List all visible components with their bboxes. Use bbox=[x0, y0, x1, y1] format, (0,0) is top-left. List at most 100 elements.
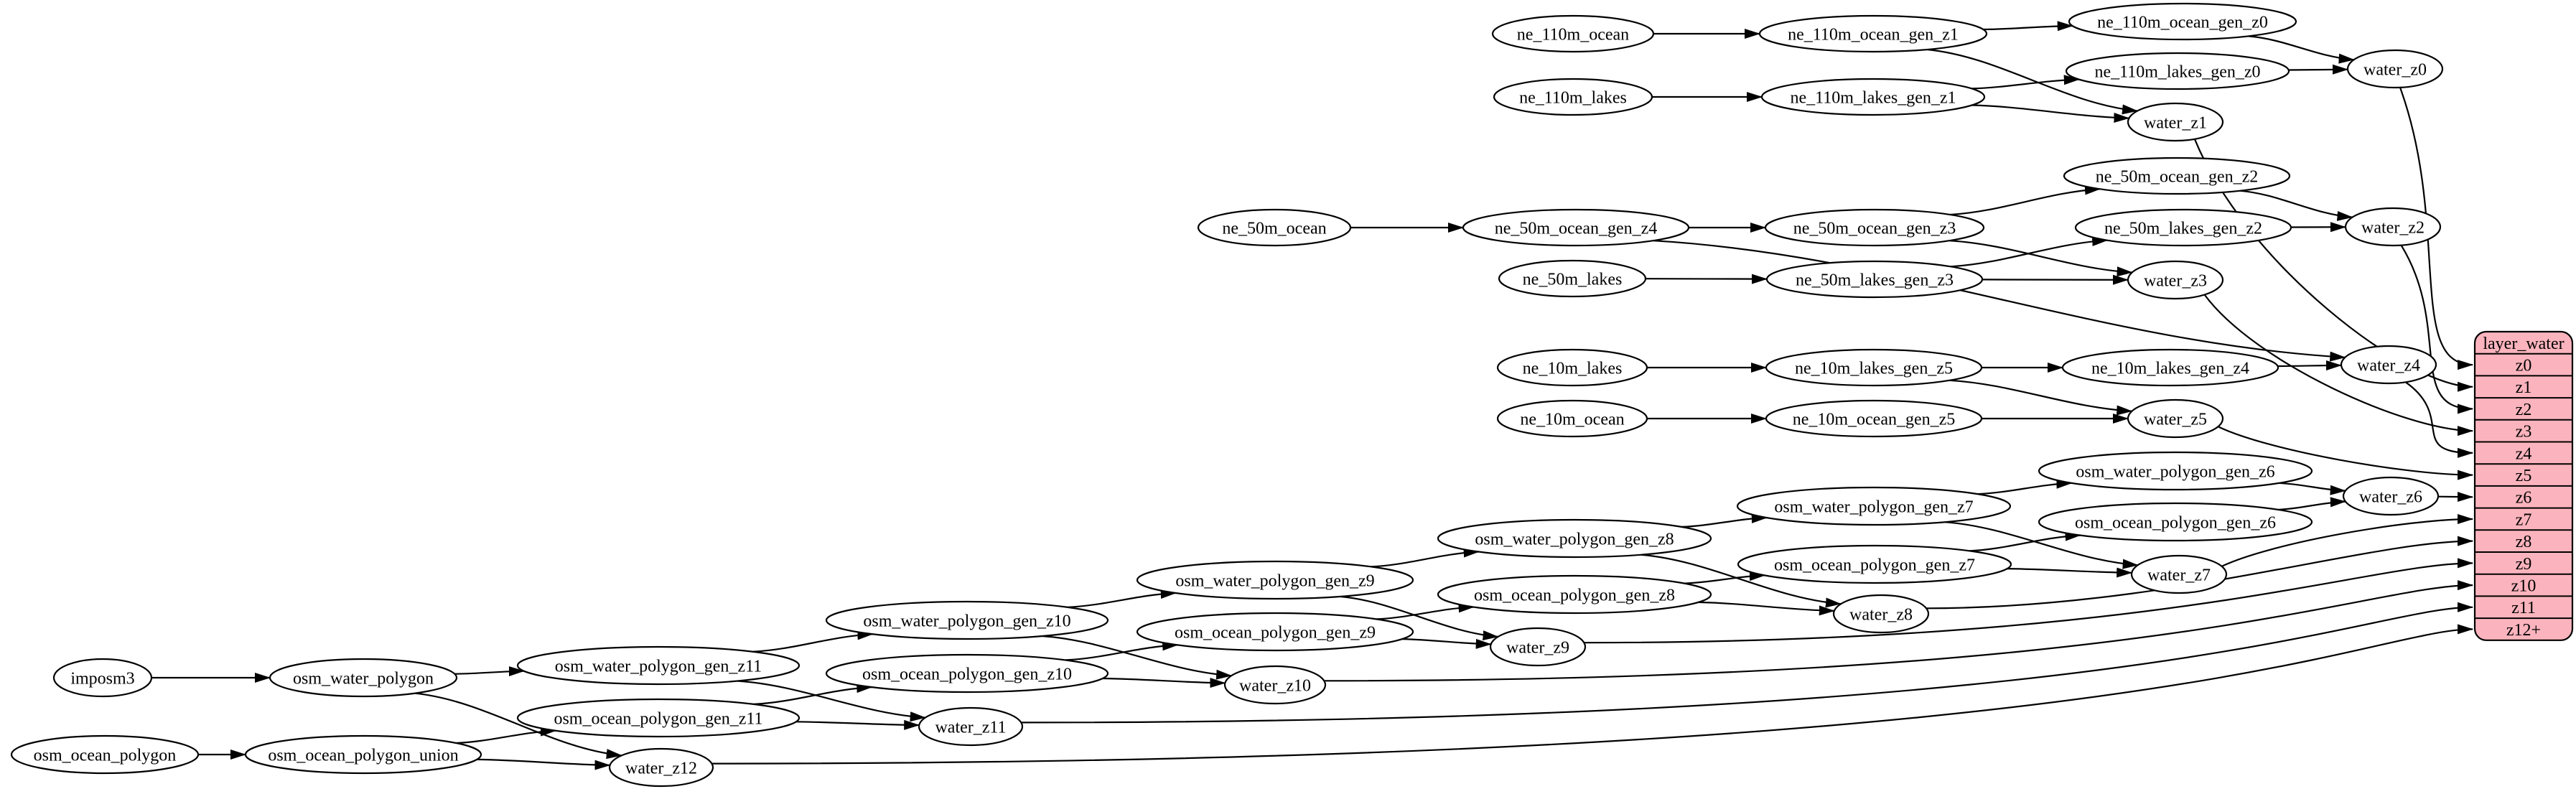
edge-water_z5-to-z5 bbox=[2218, 426, 2473, 480]
node-osm_water_polygon_gen_z7: osm_water_polygon_gen_z7 bbox=[1736, 486, 2012, 526]
node-label-osm_ocean_polygon_gen_z11: osm_ocean_polygon_gen_z11 bbox=[554, 709, 762, 728]
edge-ne_110m_ocean_gen_z0-to-water_z0 bbox=[2248, 35, 2355, 64]
table-row-z9: z9 bbox=[2516, 555, 2532, 574]
node-ne_10m_ocean: ne_10m_ocean bbox=[1496, 399, 1648, 438]
node-ne_110m_lakes_gen_z0: ne_110m_lakes_gen_z0 bbox=[2065, 52, 2290, 90]
edge-osm_water_polygon_gen_z8-to-osm_water_polygon_gen_z7 bbox=[1681, 513, 1768, 528]
edge-ne_10m_lakes_gen_z5-to-water_z5 bbox=[1949, 379, 2133, 416]
edge-osm_ocean_polygon_gen_z10-to-osm_ocean_polygon_gen_z9 bbox=[1065, 640, 1179, 661]
node-shape-ne_50m_ocean_gen_z2 bbox=[2063, 157, 2291, 195]
table-layer: layer_waterz0z1z2z3z4z5z6z7z8z9z10z11z12… bbox=[2473, 330, 2574, 641]
node-shape-ne_50m_lakes_gen_z2 bbox=[2074, 208, 2292, 247]
node-ne_110m_lakes: ne_110m_lakes bbox=[1493, 78, 1653, 116]
node-shape-water_z9 bbox=[1489, 627, 1587, 667]
node-shape-water_z5 bbox=[2127, 398, 2224, 439]
edge-ne_50m_ocean_gen_z4-to-water_z4 bbox=[1653, 240, 2346, 362]
node-label-ne_50m_lakes_gen_z3: ne_50m_lakes_gen_z3 bbox=[1796, 271, 1954, 289]
node-label-ne_110m_lakes_gen_z0: ne_110m_lakes_gen_z0 bbox=[2094, 62, 2260, 81]
node-label-ne_10m_lakes_gen_z4: ne_10m_lakes_gen_z4 bbox=[2091, 359, 2249, 378]
table-row-z0: z0 bbox=[2516, 356, 2532, 375]
node-osm_ocean_polygon_gen_z11: osm_ocean_polygon_gen_z11 bbox=[516, 698, 801, 738]
node-label-water_z6: water_z6 bbox=[2359, 487, 2422, 506]
node-shape-ne_50m_ocean_gen_z3 bbox=[1764, 208, 1985, 247]
node-label-osm_water_polygon_gen_z6: osm_water_polygon_gen_z6 bbox=[2076, 462, 2274, 481]
node-shape-osm_water_polygon_gen_z9 bbox=[1136, 560, 1414, 600]
node-label-osm_water_polygon_gen_z11: osm_water_polygon_gen_z11 bbox=[555, 657, 762, 676]
node-shape-ne_50m_lakes_gen_z3 bbox=[1765, 260, 1984, 299]
node-shape-water_z4 bbox=[2340, 345, 2437, 385]
edge-osm_water_polygon_gen_z10-to-osm_water_polygon_gen_z9 bbox=[1067, 588, 1177, 608]
node-label-water_z3: water_z3 bbox=[2144, 271, 2207, 290]
node-water_z0: water_z0 bbox=[2346, 49, 2444, 89]
node-shape-ne_110m_ocean_gen_z0 bbox=[2068, 2, 2297, 41]
node-water_z11: water_z11 bbox=[918, 706, 1024, 747]
table-row-z4: z4 bbox=[2516, 444, 2532, 463]
node-shape-ne_50m_ocean_gen_z4 bbox=[1462, 208, 1690, 247]
edge-osm_water_polygon_gen_z9-to-osm_water_polygon_gen_z8 bbox=[1371, 547, 1480, 568]
node-shape-ne_50m_lakes bbox=[1498, 259, 1647, 298]
node-shape-osm_water_polygon_gen_z6 bbox=[2038, 451, 2313, 491]
table-row-z8: z8 bbox=[2516, 533, 2532, 551]
edge-ne_10m_lakes_gen_z4-to-water_z4 bbox=[2277, 360, 2342, 370]
edge-ne_110m_ocean_gen_z1-to-ne_110m_ocean_gen_z0 bbox=[1983, 21, 2073, 32]
node-shape-osm_ocean_polygon_gen_z9 bbox=[1136, 612, 1414, 652]
node-osm_ocean_polygon_union: osm_ocean_polygon_union bbox=[244, 734, 482, 775]
node-label-water_z8: water_z8 bbox=[1849, 605, 1913, 624]
edge-osm_water_polygon_gen_z6-to-water_z6 bbox=[2279, 482, 2346, 495]
edge-ne_50m_ocean_gen_z2-to-water_z2 bbox=[2239, 190, 2353, 221]
node-osm_ocean_polygon_gen_z7: osm_ocean_polygon_gen_z7 bbox=[1737, 544, 2012, 584]
node-label-osm_water_polygon_gen_z10: osm_water_polygon_gen_z10 bbox=[863, 612, 1070, 630]
node-ne_50m_ocean_gen_z3: ne_50m_ocean_gen_z3 bbox=[1764, 208, 1985, 247]
node-water_z12: water_z12 bbox=[608, 747, 714, 788]
node-osm_water_polygon_gen_z8: osm_water_polygon_gen_z8 bbox=[1437, 518, 1712, 559]
node-osm_water_polygon_gen_z10: osm_water_polygon_gen_z10 bbox=[825, 600, 1109, 640]
node-osm_ocean_polygon_gen_z6: osm_ocean_polygon_gen_z6 bbox=[2038, 502, 2313, 542]
node-ne_50m_lakes_gen_z3: ne_50m_lakes_gen_z3 bbox=[1765, 260, 1984, 299]
node-shape-water_z0 bbox=[2346, 49, 2444, 89]
table-row-z2: z2 bbox=[2516, 401, 2532, 419]
node-label-ne_10m_ocean: ne_10m_ocean bbox=[1520, 410, 1624, 429]
node-label-ne_110m_ocean_gen_z0: ne_110m_ocean_gen_z0 bbox=[2097, 13, 2268, 32]
node-ne_50m_ocean_gen_z2: ne_50m_ocean_gen_z2 bbox=[2063, 157, 2291, 195]
node-shape-ne_110m_lakes_gen_z0 bbox=[2065, 52, 2290, 90]
node-osm_ocean_polygon_gen_z10: osm_ocean_polygon_gen_z10 bbox=[825, 653, 1109, 694]
node-label-water_z1: water_z1 bbox=[2144, 113, 2207, 132]
node-water_z5: water_z5 bbox=[2127, 398, 2224, 439]
node-shape-ne_10m_lakes_gen_z5 bbox=[1765, 348, 1983, 387]
node-label-osm_ocean_polygon_gen_z8: osm_ocean_polygon_gen_z8 bbox=[1474, 586, 1675, 604]
node-shape-ne_10m_ocean_gen_z5 bbox=[1765, 399, 1983, 438]
table-row-z6: z6 bbox=[2516, 489, 2532, 508]
node-shape-osm_ocean_polygon_gen_z7 bbox=[1737, 544, 2012, 584]
node-shape-ne_110m_lakes_gen_z1 bbox=[1760, 78, 1986, 116]
edge-osm_ocean_polygon_gen_z6-to-water_z6 bbox=[2277, 497, 2346, 510]
node-shape-imposm3 bbox=[52, 658, 153, 698]
edge-osm_ocean_polygon_gen_z9-to-osm_ocean_polygon_gen_z8 bbox=[1376, 602, 1475, 620]
node-label-water_z10: water_z10 bbox=[1239, 676, 1311, 695]
node-label-osm_water_polygon: osm_water_polygon bbox=[293, 669, 434, 688]
table-row-z12+: z12+ bbox=[2506, 621, 2541, 640]
node-label-osm_water_polygon_gen_z7: osm_water_polygon_gen_z7 bbox=[1774, 498, 1973, 516]
edge-osm_ocean_polygon_gen_z11-to-osm_ocean_polygon_gen_z10 bbox=[753, 683, 873, 705]
node-ne_10m_lakes_gen_z5: ne_10m_lakes_gen_z5 bbox=[1765, 348, 1983, 387]
node-water_z8: water_z8 bbox=[1832, 594, 1930, 634]
edge-water_z10-to-z10 bbox=[1324, 580, 2473, 682]
node-water_z2: water_z2 bbox=[2344, 207, 2442, 247]
node-label-ne_50m_lakes_gen_z2: ne_50m_lakes_gen_z2 bbox=[2104, 219, 2262, 238]
node-ne_50m_lakes: ne_50m_lakes bbox=[1498, 259, 1647, 298]
node-ne_10m_ocean_gen_z5: ne_10m_ocean_gen_z5 bbox=[1765, 399, 1983, 438]
edge-osm_water_polygon_gen_z11-to-water_z11 bbox=[737, 680, 926, 722]
node-label-ne_50m_ocean_gen_z3: ne_50m_ocean_gen_z3 bbox=[1793, 219, 1956, 238]
node-shape-osm_ocean_polygon_gen_z8 bbox=[1437, 574, 1712, 615]
node-label-water_z4: water_z4 bbox=[2357, 356, 2420, 375]
edge-ne_50m_lakes_gen_z3-to-ne_50m_lakes_gen_z2 bbox=[1950, 235, 2109, 268]
edge-osm_ocean_polygon_union-to-osm_ocean_polygon_gen_z11 bbox=[456, 726, 556, 744]
edge-osm_ocean_polygon_gen_z11-to-water_z11 bbox=[795, 719, 920, 730]
node-shape-water_z10 bbox=[1223, 665, 1327, 705]
table-row-z11: z11 bbox=[2511, 599, 2536, 617]
node-water_z3: water_z3 bbox=[2127, 260, 2224, 300]
node-shape-osm_ocean_polygon_gen_z6 bbox=[2038, 502, 2313, 542]
node-shape-osm_ocean_polygon_gen_z11 bbox=[516, 698, 801, 738]
edge-osm_water_polygon-to-osm_water_polygon_gen_z11 bbox=[454, 666, 525, 677]
table-row-z7: z7 bbox=[2516, 510, 2532, 529]
